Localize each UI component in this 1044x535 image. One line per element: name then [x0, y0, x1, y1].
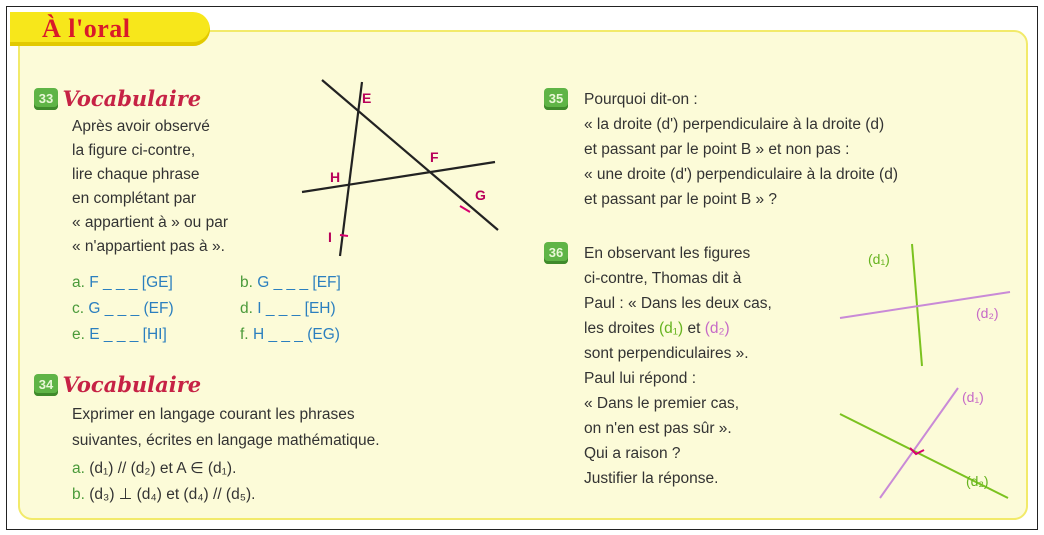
top-label-d2: (d₂) [976, 305, 999, 321]
ex33-line-4: en complétant par [72, 190, 197, 207]
point-label-g: G [475, 187, 486, 203]
ex36-line-7: « Dans le premier cas, [584, 395, 740, 412]
line-e-g [321, 79, 499, 231]
ex34-item-b: b. (d₃) ⊥ (d₄) et (d₄) // (d₅). [72, 486, 256, 503]
point-label-h: H [330, 169, 340, 185]
ex36-line-6: Paul lui répond : [584, 370, 697, 387]
bottom-line-d1 [879, 387, 959, 499]
exercise-panel [18, 30, 1028, 520]
ex35-line-3: et passant par le point B » et non pas : [584, 141, 850, 158]
ex36-line-2: ci-contre, Thomas dit à [584, 270, 742, 287]
exercise-33-title: Vocabulaire [62, 86, 202, 111]
ex36-line-10: Justifier la réponse. [584, 470, 719, 487]
line-h-f [301, 160, 496, 194]
ex33-figure: E F H G I [301, 79, 499, 257]
top-line-d2 [839, 291, 1011, 319]
ex33-item-b: b. G _ _ _ [EF] [240, 274, 341, 291]
ex35-line-4: « une droite (d') perpendiculaire à la d… [584, 166, 898, 183]
ex34-line-2: suivantes, écrites en langage mathématiq… [72, 432, 380, 449]
ex33-line-6: « n'appartient pas à ». [72, 238, 225, 255]
exercise-34-number: 34 [34, 373, 58, 396]
ex33-line-1: Après avoir observé [72, 118, 210, 135]
section-tab: À l'oral [10, 12, 210, 46]
ex34-item-a: a. (d₁) // (d₂) et A ∈ (d₁). [72, 460, 237, 477]
tick-i [339, 234, 349, 237]
exercise-34-header: 34 Vocabulaire [34, 372, 201, 397]
exercise-33-number: 33 [34, 87, 58, 110]
top-label-d1: (d₁) [868, 251, 890, 267]
point-label-i: I [328, 229, 332, 245]
ex33-item-e: e. E _ _ _ [HI] [72, 326, 167, 343]
ex36-line-9: Qui a raison ? [584, 445, 681, 462]
ex33-item-d: d. I _ _ _ [EH) [240, 300, 336, 317]
ex36-line-4: les droites (d₁) et (d₂) [584, 320, 730, 337]
ex35-line-1: Pourquoi dit-on : [584, 91, 698, 108]
line-e-i [338, 81, 364, 257]
exercise-34-title: Vocabulaire [62, 372, 202, 397]
ex33-line-5: « appartient à » ou par [72, 214, 228, 231]
exercise-36-number: 36 [544, 242, 568, 264]
bottom-label-d1: (d₁) [962, 389, 984, 405]
section-title: À l'oral [42, 14, 131, 43]
bottom-label-d2: (d₂) [966, 473, 989, 489]
ex34-line-1: Exprimer en langage courant les phrases [72, 406, 355, 423]
bottom-line-d2 [839, 413, 1009, 499]
ex36-line-8: on n'en est pas sûr ». [584, 420, 732, 437]
right-angle-mark [909, 447, 925, 456]
exercise-35-number: 35 [544, 88, 568, 110]
ex33-item-a: a. F _ _ _ [GE] [72, 274, 173, 291]
ex35-line-2: « la droite (d') perpendiculaire à la dr… [584, 116, 885, 133]
ex33-line-2: la figure ci-contre, [72, 142, 196, 159]
ex33-item-c: c. G _ _ _ (EF) [72, 300, 174, 317]
point-label-f: F [430, 149, 439, 165]
point-label-e: E [362, 90, 371, 106]
ex36-line-5: sont perpendiculaires ». [584, 345, 749, 362]
ex35-line-5: et passant par le point B » ? [584, 191, 778, 208]
tick-g [459, 205, 471, 213]
ex36-line-1: En observant les figures [584, 245, 751, 262]
top-line-d1 [911, 243, 923, 367]
exercise-33-header: 33 Vocabulaire [34, 86, 201, 111]
ex33-item-f: f. H _ _ _ (EG) [240, 326, 340, 343]
ex36-figures: (d₁) (d₂) (d₁) (d₂) [839, 243, 1011, 499]
ex33-line-3: lire chaque phrase [72, 166, 200, 183]
ex36-line-3: Paul : « Dans les deux cas, [584, 295, 772, 312]
